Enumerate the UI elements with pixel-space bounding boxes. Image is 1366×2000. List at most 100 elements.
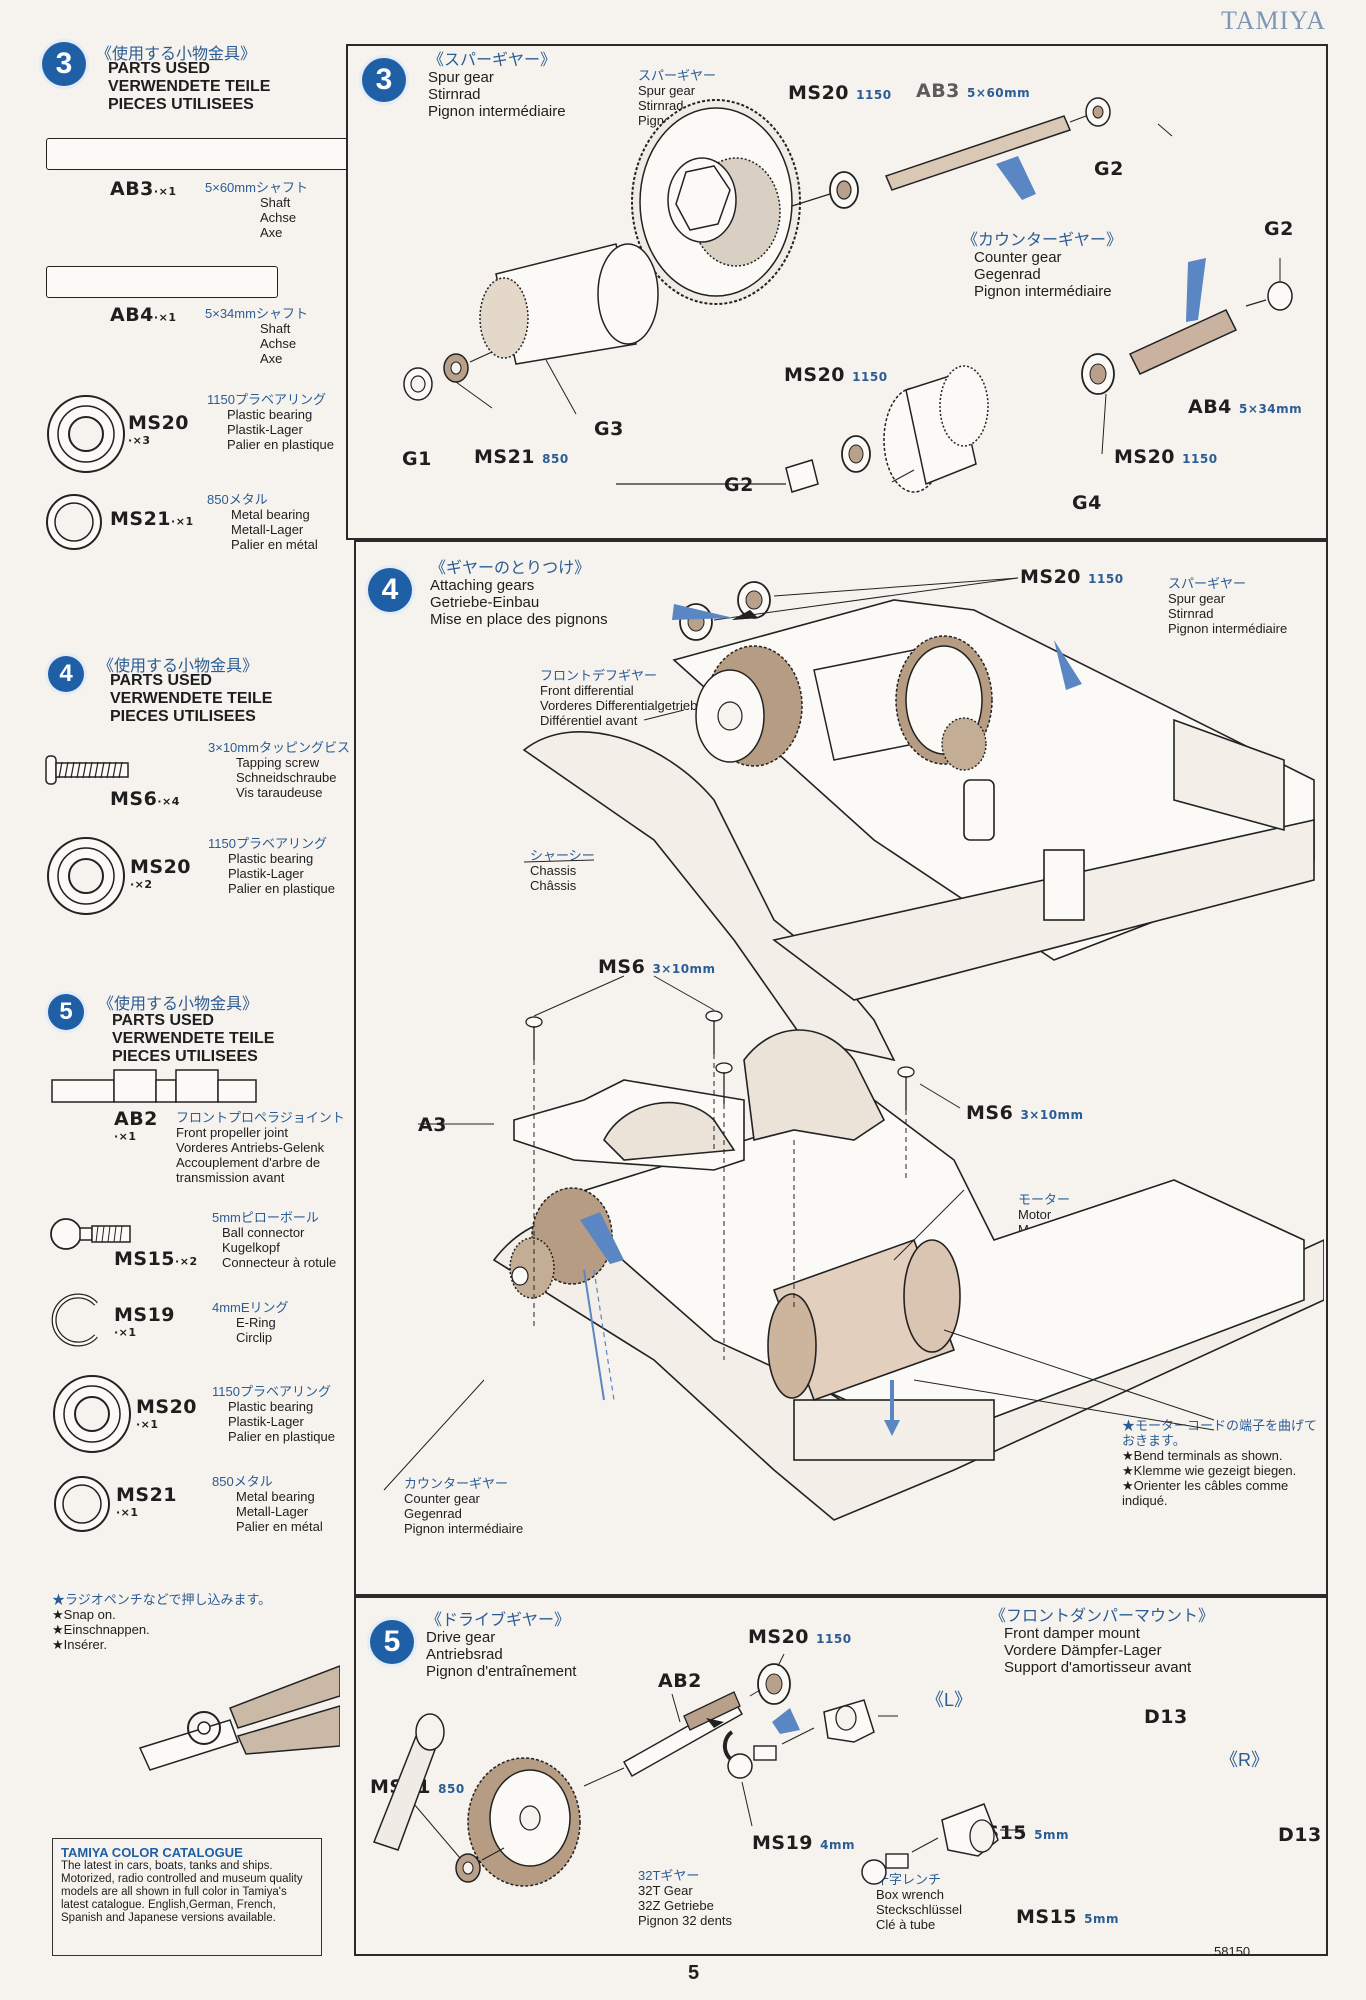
ab3-fr: Axe xyxy=(260,225,283,240)
step3-ab3: AB3 xyxy=(916,80,960,102)
ms15-qty: ·×2 xyxy=(175,1255,198,1268)
step3-ms20-a: MS20 xyxy=(788,82,850,104)
ms19-fr: Circlip xyxy=(236,1330,273,1345)
ab2-de: Vorderes Antriebs-Gelenk xyxy=(176,1140,325,1155)
ms21-fr: Palier en métal xyxy=(231,537,318,552)
ms15-spec: 5mmピローボール xyxy=(212,1210,319,1225)
ab3-qty: ·×1 xyxy=(153,185,177,198)
step3-g2-c: G2 xyxy=(1264,218,1294,240)
ab2-qty: ·×1 xyxy=(114,1130,137,1143)
ab4-shaft-drawing xyxy=(46,266,278,298)
snap-note-en: ★Snap on. xyxy=(52,1607,116,1622)
ms21-en: Metal bearing xyxy=(231,507,310,522)
ms21-spec-step5: 850メタル xyxy=(212,1474,273,1489)
ms20-qty-step5: ·×1 xyxy=(136,1418,159,1431)
step4-motor-en: Motor xyxy=(1018,1207,1052,1222)
ms21-bearing-icon xyxy=(46,494,102,550)
step5-wrench-fr: Clé à tube xyxy=(876,1917,936,1932)
parts3-step-badge: 3 xyxy=(42,42,86,86)
ms21-spec: 850メタル xyxy=(207,492,268,507)
step5-title-de: Antriebsrad xyxy=(426,1646,503,1663)
step5-ab2: AB2 xyxy=(658,1670,702,1692)
step3-ab4-sub: 5×34mm xyxy=(1239,402,1303,416)
parts3-title-fr: PIECES UTILISEES xyxy=(108,96,254,113)
step3-counter-fr: Pignon intermédiaire xyxy=(974,283,1112,300)
step5-title-en: Drive gear xyxy=(426,1629,496,1646)
step5-ms21-sub: 850 xyxy=(438,1782,465,1796)
step4-note-jp: ★モーターコードの端子を曲げておきます。 xyxy=(1122,1418,1318,1448)
step5-ms20-sub: 1150 xyxy=(816,1632,852,1646)
ms20-de: Plastik-Lager xyxy=(227,422,303,437)
step5-wrench-en: Box wrench xyxy=(876,1887,944,1902)
step4-ms6-b-sub: 3×10mm xyxy=(1020,1108,1084,1122)
step4-counter-de: Gegenrad xyxy=(404,1506,462,1521)
ms21-en-step5: Metal bearing xyxy=(236,1489,315,1504)
parts5-title-jp: 《使用する小物金具》 xyxy=(98,996,259,1013)
step4-counter-en: Counter gear xyxy=(404,1491,480,1506)
ms19-qty: ·×1 xyxy=(114,1326,137,1339)
snap-note-fr: ★Insérer. xyxy=(52,1637,108,1652)
step3-title-fr: Pignon intermédiaire xyxy=(428,103,566,120)
step5-ms15-b: MS15 xyxy=(1016,1906,1078,1928)
ms6-fr: Vis taraudeuse xyxy=(236,785,323,800)
step4-spur-gear-drawing xyxy=(813,635,993,771)
parts4-title-de: VERWENDETE TEILE xyxy=(110,690,273,707)
ms20-fr-step4: Palier en plastique xyxy=(228,881,335,896)
step4-counter-fr: Pignon intermédiaire xyxy=(404,1521,524,1536)
step3-ms20-c: MS20 xyxy=(1114,446,1176,468)
ms20-en: Plastic bearing xyxy=(227,407,313,422)
step5-ms19: MS19 xyxy=(752,1832,814,1854)
ab4-code: AB4 xyxy=(110,304,154,326)
ms6-spec: 3×10mmタッピングビス xyxy=(208,740,350,755)
parts5-title-en: PARTS USED xyxy=(112,1012,214,1029)
step4-diagram xyxy=(383,577,1324,1521)
step3-spur-jp: スパーギヤー xyxy=(638,68,717,83)
ms15-code: MS15 xyxy=(114,1248,176,1270)
parts5-title-fr: PIECES UTILISEES xyxy=(112,1048,258,1065)
step4-badge: 4 xyxy=(368,568,412,612)
ms20-bearing-icon-step5 xyxy=(53,1375,131,1453)
ab2-code: AB2 xyxy=(114,1108,158,1130)
g3-diff-drawing xyxy=(479,243,659,365)
step3-counter-jp: 《カウンターギヤー》 xyxy=(962,232,1123,249)
catalog-body: The latest in cars, boats, tanks and shi… xyxy=(61,1860,303,1924)
parts3-title-en: PARTS USED xyxy=(108,60,210,77)
ms6-en: Tapping screw xyxy=(236,755,320,770)
step3-ab3-sub: 5×60mm xyxy=(967,86,1031,100)
step3-diagram xyxy=(403,97,1293,493)
step4-title-de: Getriebe-Einbau xyxy=(430,594,540,611)
step3-g2-a: G2 xyxy=(1094,158,1124,180)
front-diff-gear-drawing xyxy=(695,645,803,767)
parts4-step-badge: 4 xyxy=(48,656,84,692)
step4-note-en: ★Bend terminals as shown. xyxy=(1122,1448,1283,1463)
step5-gear-de: 32Z Getriebe xyxy=(638,1898,714,1913)
ms20-bearing-icon xyxy=(47,395,125,473)
ms19-code: MS19 xyxy=(114,1304,176,1326)
step5-d13-b: D13 xyxy=(1278,1824,1322,1846)
parts3-title-de: VERWENDETE TEILE xyxy=(108,78,271,95)
step3-title-en: Spur gear xyxy=(428,69,494,86)
ms21-qty-step5: ·×1 xyxy=(116,1506,139,1519)
ms20-code-step4: MS20 xyxy=(130,856,192,878)
step4-a3: A3 xyxy=(418,1114,447,1136)
step4-spur-en: Spur gear xyxy=(1168,591,1226,606)
ms15-de: Kugelkopf xyxy=(222,1240,280,1255)
step4-front-diff-jp: フロントデフギヤー xyxy=(540,668,658,683)
step3-g3: G3 xyxy=(594,418,624,440)
step4-chassis-fr: Châssis xyxy=(530,878,577,893)
catalog-title: TAMIYA COLOR CATALOGUE xyxy=(61,1845,243,1860)
step3-g1: G1 xyxy=(402,448,432,470)
step5-damper-fr: Support d'amortisseur avant xyxy=(1004,1659,1192,1676)
ms21-code-step5: MS21 xyxy=(116,1484,178,1506)
ms15-fr: Connecteur à rotule xyxy=(222,1255,337,1270)
step4-title-fr: Mise en place des pignons xyxy=(430,611,608,628)
ab3-code: AB3 xyxy=(110,178,154,200)
ms20-en-step5: Plastic bearing xyxy=(228,1399,314,1414)
step4-spur-fr: Pignon intermédiaire xyxy=(1168,621,1288,636)
step3-spur-en: Spur gear xyxy=(638,83,696,98)
step5-d13-a: D13 xyxy=(1144,1706,1188,1728)
step4-front-diff-de: Vorderes Differentialgetriebe xyxy=(540,698,705,713)
step3-title-de: Stirnrad xyxy=(428,86,481,103)
step4-ms6-b: MS6 xyxy=(966,1102,1014,1124)
ms20-bearing-icon-step4 xyxy=(47,837,125,915)
